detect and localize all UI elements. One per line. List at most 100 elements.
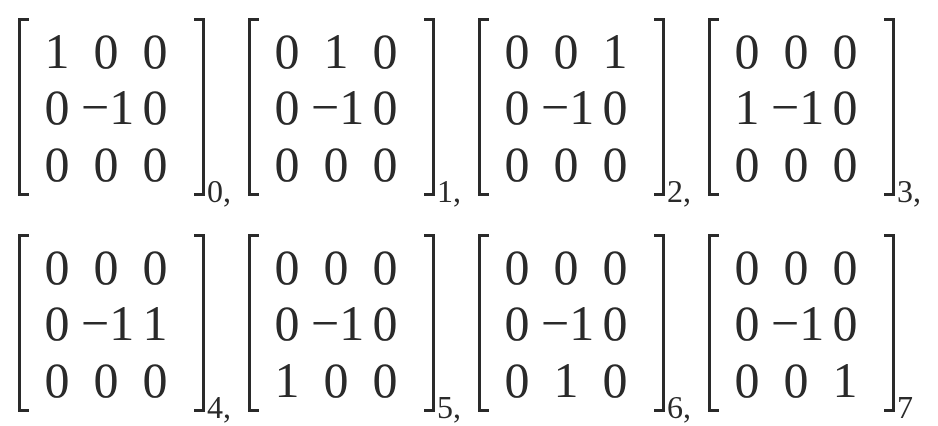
matrix-subscript: 4, xyxy=(207,389,231,425)
matrix-cell: 0 xyxy=(783,352,809,408)
right-bracket xyxy=(424,234,435,412)
matrix-cell: 1 xyxy=(274,352,300,408)
matrix-cell: 0 xyxy=(372,136,398,192)
matrix-subscript: 2, xyxy=(667,173,691,209)
matrix-subscript: 5, xyxy=(437,389,461,425)
matrix-cell: −1 xyxy=(81,79,135,135)
matrix-cell: 0 xyxy=(602,136,628,192)
matrix-cell: −1 xyxy=(311,295,365,351)
matrix-cell: −1 xyxy=(541,79,595,135)
right-bracket xyxy=(424,18,435,196)
matrix-cell: 0 xyxy=(274,79,300,135)
matrix-cell: 0 xyxy=(783,239,809,295)
matrix-cell: 1 xyxy=(142,295,168,351)
matrix-cell: 0 xyxy=(504,23,530,79)
matrix-cell: 0 xyxy=(734,136,760,192)
matrix-cell: 0 xyxy=(274,239,300,295)
right-bracket xyxy=(194,234,205,412)
matrix-cell: 0 xyxy=(142,23,168,79)
matrix-cell: 0 xyxy=(734,352,760,408)
left-bracket xyxy=(708,18,719,196)
matrix-cell: 0 xyxy=(783,136,809,192)
right-bracket xyxy=(884,234,895,412)
matrix-cell: 0 xyxy=(93,136,119,192)
matrix-cell: 0 xyxy=(602,295,628,351)
matrix-cell: 1 xyxy=(734,79,760,135)
matrix-cell: 0 xyxy=(323,352,349,408)
matrix-cell: 0 xyxy=(323,239,349,295)
left-bracket xyxy=(478,18,489,196)
matrix-cell: −1 xyxy=(771,79,825,135)
matrix-subscript: 3, xyxy=(897,173,921,209)
matrix-cell: 0 xyxy=(734,295,760,351)
matrix-cell: −1 xyxy=(771,295,825,351)
matrix-cell: 0 xyxy=(274,23,300,79)
matrix-cell: 0 xyxy=(44,352,70,408)
left-bracket xyxy=(18,234,29,412)
matrix-cell: 0 xyxy=(142,239,168,295)
matrix-cell: −1 xyxy=(541,295,595,351)
matrix-cell: 0 xyxy=(602,352,628,408)
matrix-cell: −1 xyxy=(311,79,365,135)
matrix-cell: 1 xyxy=(323,23,349,79)
matrix-cell: 0 xyxy=(504,136,530,192)
matrix-cell: 1 xyxy=(44,23,70,79)
matrix-cell: 1 xyxy=(602,23,628,79)
right-bracket xyxy=(654,234,665,412)
left-bracket xyxy=(248,18,259,196)
matrix-cell: 0 xyxy=(832,239,858,295)
matrix-cell: −1 xyxy=(81,295,135,351)
right-bracket xyxy=(884,18,895,196)
matrix-cell: 0 xyxy=(274,295,300,351)
matrix-cell: 0 xyxy=(504,295,530,351)
matrix-cell: 0 xyxy=(44,136,70,192)
left-bracket xyxy=(708,234,719,412)
matrix-cell: 0 xyxy=(602,239,628,295)
matrix-cell: 1 xyxy=(553,352,579,408)
matrix-cell: 0 xyxy=(372,295,398,351)
left-bracket xyxy=(18,18,29,196)
matrix-cell: 0 xyxy=(142,352,168,408)
matrix-cell: 0 xyxy=(372,79,398,135)
matrix-cell: 0 xyxy=(44,239,70,295)
matrix-cell: 0 xyxy=(734,23,760,79)
matrix-cell: 0 xyxy=(553,239,579,295)
matrix-cell: 0 xyxy=(93,23,119,79)
matrix-cell: 0 xyxy=(93,352,119,408)
matrix-subscript: 0, xyxy=(207,173,231,209)
matrix-cell: 0 xyxy=(142,79,168,135)
matrix-cell: 0 xyxy=(372,239,398,295)
matrix-cell: 0 xyxy=(323,136,349,192)
matrix-cell: 0 xyxy=(832,79,858,135)
matrix-cell: 0 xyxy=(832,136,858,192)
matrix-cell: 0 xyxy=(783,23,809,79)
matrix-cell: 0 xyxy=(372,23,398,79)
matrix-cell: 0 xyxy=(372,352,398,408)
matrix-subscript: 7 xyxy=(897,389,913,425)
matrix-cell: 0 xyxy=(504,79,530,135)
matrix-cell: 0 xyxy=(142,136,168,192)
left-bracket xyxy=(478,234,489,412)
matrix-subscript: 6, xyxy=(667,389,691,425)
matrix-cell: 0 xyxy=(504,352,530,408)
right-bracket xyxy=(194,18,205,196)
matrix-cell: 0 xyxy=(832,295,858,351)
matrix-cell: 0 xyxy=(734,239,760,295)
matrix-cell: 0 xyxy=(504,239,530,295)
matrix-cell: 0 xyxy=(274,136,300,192)
matrix-cell: 1 xyxy=(832,352,858,408)
matrix-subscript: 1, xyxy=(437,173,461,209)
matrix-cell: 0 xyxy=(832,23,858,79)
left-bracket xyxy=(248,234,259,412)
matrix-cell: 0 xyxy=(553,136,579,192)
matrix-cell: 0 xyxy=(553,23,579,79)
matrix-cell: 0 xyxy=(602,79,628,135)
matrix-cell: 0 xyxy=(44,79,70,135)
